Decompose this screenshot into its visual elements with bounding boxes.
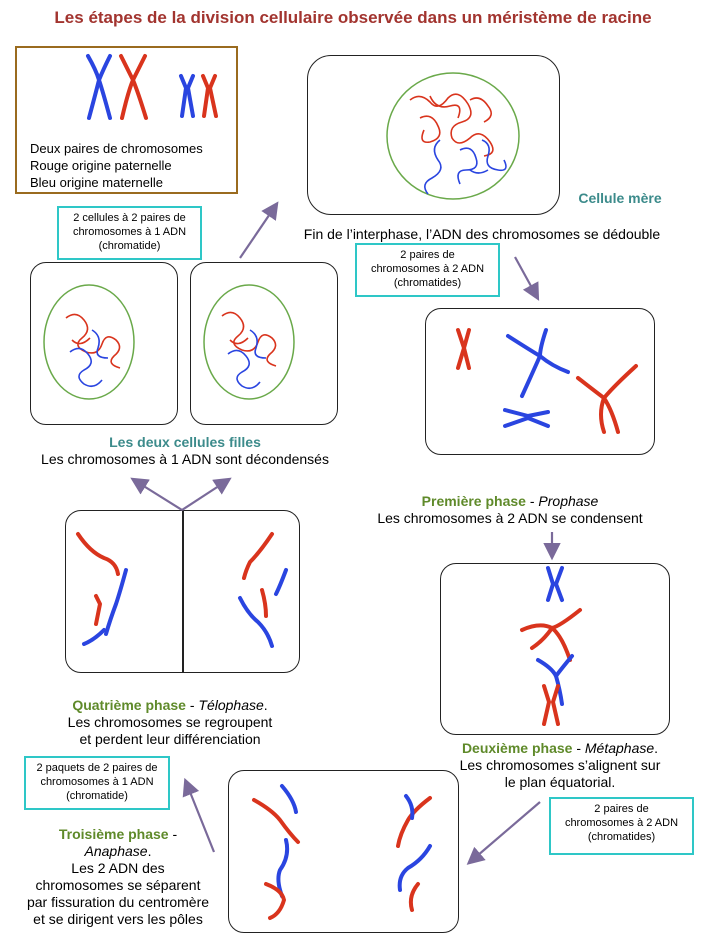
note-after-metaphase: 2 paires de chromosomes à 2 ADN (chromat… <box>549 797 694 855</box>
legend-line-2: Rouge origine paternelle <box>30 158 172 173</box>
note-after-metaphase-l1: 2 paires de <box>594 803 649 815</box>
mother-chromatin <box>409 93 507 195</box>
telophase-cell-right-frame <box>183 510 300 673</box>
daughter-left-chromatin <box>65 313 121 388</box>
arrow-daughters-to-mother <box>239 201 279 259</box>
telophase-chromosomes <box>76 532 288 648</box>
metaphase-l3: le plan équatorial. <box>504 774 616 790</box>
legend-line-3: Bleu origine maternelle <box>30 175 163 190</box>
legend-text: Deux paires de chromosomes Rouge origine… <box>30 140 203 191</box>
telophase-latin: Télophase <box>198 697 264 713</box>
legend-chromosomes <box>86 54 218 120</box>
note-after-interphase-l3: (chromatides) <box>393 277 462 289</box>
anaphase-l5: par fissuration du centromère <box>26 894 210 910</box>
mother-nucleus <box>386 72 520 200</box>
anaphase-chromosomes <box>252 784 432 920</box>
prophase-label: Première phase - Prophase Les chromosome… <box>330 493 690 527</box>
arrow-anaphase-to-telophase <box>182 777 216 853</box>
prophase-name: Première phase <box>421 493 526 509</box>
telophase-end: . <box>263 697 268 713</box>
page-title: Les étapes de la division cellulaire obs… <box>54 8 652 27</box>
note-two-packets: 2 paquets de 2 paires de chromosomes à 1… <box>24 756 170 810</box>
prophase-title-line: Première phase - Prophase <box>330 493 690 510</box>
metaphase-l2: Les chromosomes s’alignent sur <box>459 757 661 773</box>
prophase-caption: Les chromosomes à 2 ADN se condensent <box>377 510 643 526</box>
daughters-title: Les deux cellules filles <box>109 434 261 450</box>
daughter-cell-right-frame <box>190 262 338 425</box>
note-after-interphase-l1: 2 paires de <box>400 249 455 261</box>
note-two-cells: 2 cellules à 2 paires de chromosomes à 1… <box>57 206 202 260</box>
note-after-metaphase-l2: chromosomes à 2 ADN <box>564 817 679 829</box>
anaphase-l6: et se dirigent vers les pôles <box>33 911 203 927</box>
telophase-l2: Les chromosomes se regroupent <box>67 714 273 730</box>
daughter-right-chromatin <box>221 311 277 390</box>
anaphase-title-line: Troisième phase - <box>8 826 228 843</box>
anaphase-cell-frame <box>228 770 459 933</box>
daughters-label: Les deux cellules filles Les chromosomes… <box>0 434 370 468</box>
note-two-cells-l3: (chromatide) <box>98 240 161 252</box>
prophase-sep: - <box>525 493 539 509</box>
daughter-left-nucleus <box>43 284 135 400</box>
metaphase-name: Deuxième phase <box>461 740 573 756</box>
daughter-right-nucleus <box>203 284 295 400</box>
metaphase-chromosomes <box>520 566 582 726</box>
legend-line-1: Deux paires de chromosomes <box>30 141 203 156</box>
mother-cell-label: Cellule mère <box>578 190 662 206</box>
metaphase-end: . <box>654 740 659 756</box>
metaphase-latin: Métaphase <box>584 740 655 756</box>
interphase-caption: Fin de l’interphase, l’ADN des chromosom… <box>303 226 661 242</box>
daughter-cell-left-frame <box>30 262 178 425</box>
note-two-packets-l3: (chromatide) <box>66 790 128 802</box>
telophase-l3: et perdent leur différenciation <box>79 731 261 747</box>
metaphase-sep: - <box>572 740 585 756</box>
metaphase-label: Deuxième phase - Métaphase. Les chromoso… <box>425 740 695 791</box>
anaphase-name: Troisième phase <box>58 826 169 842</box>
arrow-telophase-to-left-daughter <box>130 477 183 511</box>
note-after-metaphase-l3: (chromatides) <box>587 831 656 843</box>
anaphase-sep: - <box>168 826 178 842</box>
arrow-mother-to-prophase <box>514 256 540 301</box>
note-after-interphase: 2 paires de chromosomes à 2 ADN (chromat… <box>355 243 500 297</box>
note-two-cells-l1: 2 cellules à 2 paires de <box>73 212 186 224</box>
anaphase-l3: Les 2 ADN des <box>71 860 165 876</box>
anaphase-latin-line: Anaphase. <box>8 843 228 860</box>
arrow-metaphase-to-anaphase <box>466 801 541 865</box>
legend-box <box>15 46 238 194</box>
note-two-packets-l1: 2 paquets de 2 paires de <box>36 762 158 774</box>
anaphase-latin: Anaphase <box>84 843 148 859</box>
mother-cell-frame <box>307 55 560 215</box>
anaphase-end: . <box>147 843 152 859</box>
daughters-caption: Les chromosomes à 1 ADN sont décondensés <box>41 451 329 467</box>
note-after-interphase-l2: chromosomes à 2 ADN <box>370 263 485 275</box>
prophase-chromosomes <box>456 328 638 434</box>
telophase-title-line: Quatrième phase - Télophase. <box>20 697 320 714</box>
telophase-label: Quatrième phase - Télophase. Les chromos… <box>20 697 320 748</box>
note-two-cells-l2: chromosomes à 1 ADN <box>72 226 187 238</box>
anaphase-label: Troisième phase - Anaphase. Les 2 ADN de… <box>8 826 228 928</box>
telophase-name: Quatrième phase <box>72 697 186 713</box>
metaphase-title-line: Deuxième phase - Métaphase. <box>425 740 695 757</box>
anaphase-l4: chromosomes se séparent <box>35 877 201 893</box>
note-two-packets-l2: chromosomes à 1 ADN <box>40 776 154 788</box>
arrow-telophase-to-right-daughter <box>181 477 232 511</box>
telophase-sep: - <box>185 697 199 713</box>
prophase-latin: Prophase <box>538 493 599 509</box>
